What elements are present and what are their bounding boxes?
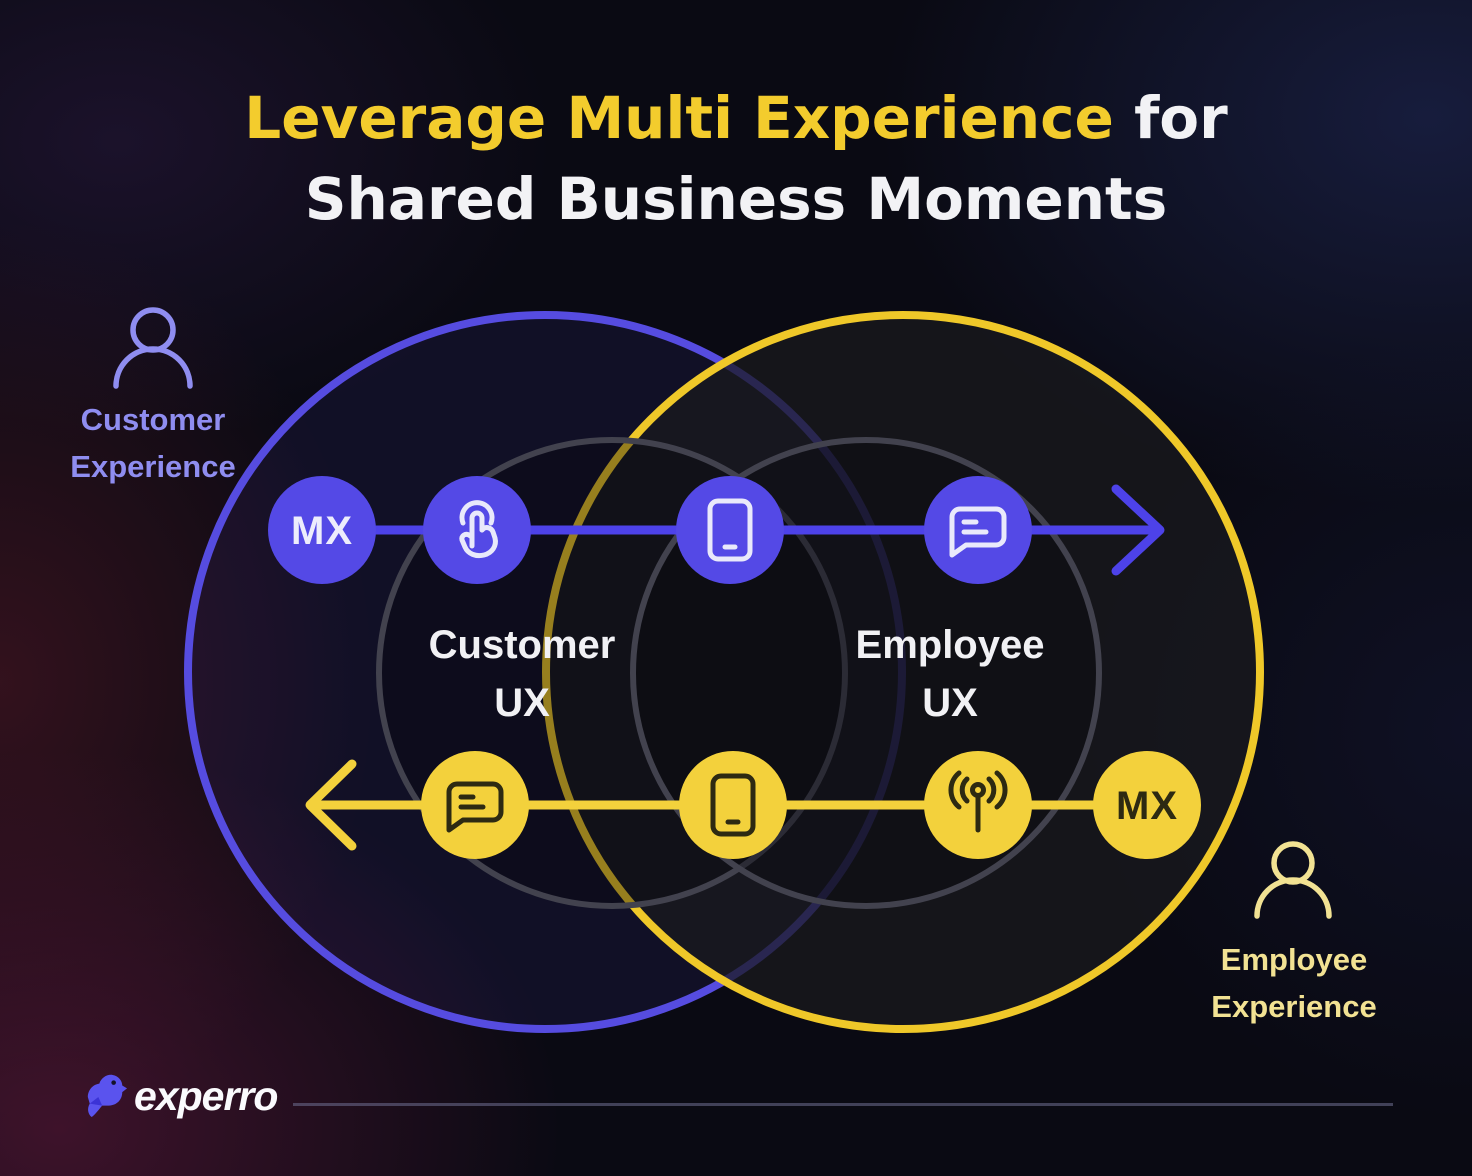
employee-ux-label-line2: UX xyxy=(922,681,978,725)
chat-icon xyxy=(446,781,504,833)
page-title: Leverage Multi Experience for Shared Bus… xyxy=(0,78,1472,240)
employee-person-icon xyxy=(1254,841,1332,919)
mx-node xyxy=(268,476,376,584)
mx-badge: MX xyxy=(291,509,353,553)
experro-logo: experro xyxy=(84,1072,278,1120)
arrow-right-icon xyxy=(1111,484,1165,576)
employee-experience-label-line1: Employee xyxy=(1221,942,1367,977)
smartphone-icon xyxy=(710,773,756,837)
title-line-1: Leverage Multi Experience for xyxy=(0,78,1472,159)
logo-text: experro xyxy=(134,1072,278,1119)
touch-node xyxy=(423,476,531,584)
top-flow-icons xyxy=(459,498,1007,562)
mx-node xyxy=(1093,751,1201,859)
experro-bird-icon xyxy=(87,1074,128,1118)
arrow-left-icon xyxy=(305,759,357,851)
employee-experience-label-line2: Experience xyxy=(1211,989,1376,1024)
smartphone-icon xyxy=(707,498,753,562)
customer-experience-label-line2: Experience xyxy=(70,449,235,484)
chat-icon xyxy=(949,506,1007,558)
bottom-flow-icons xyxy=(446,770,1008,837)
customer-person-icon xyxy=(113,307,193,389)
bottom-flow: MX xyxy=(305,751,1201,859)
antenna-icon xyxy=(948,770,1008,833)
customer-experience-label-line1: Customer xyxy=(81,402,226,437)
touch-icon xyxy=(459,500,498,559)
mx-badge: MX xyxy=(1116,784,1178,828)
footer-divider xyxy=(293,1103,1393,1106)
customer-ux-label-line2: UX xyxy=(494,681,550,725)
top-flow-nodes xyxy=(268,476,1032,584)
employee-ux-label-line1: Employee xyxy=(856,623,1045,667)
title-line-2: Shared Business Moments xyxy=(304,165,1168,234)
customer-ux-label-line1: Customer xyxy=(429,623,616,667)
top-flow: MX xyxy=(268,476,1165,584)
title-rest: for xyxy=(1113,84,1228,152)
smartphone-node xyxy=(679,751,787,859)
title-highlight: Leverage Multi Experience xyxy=(244,84,1114,152)
smartphone-node xyxy=(676,476,784,584)
